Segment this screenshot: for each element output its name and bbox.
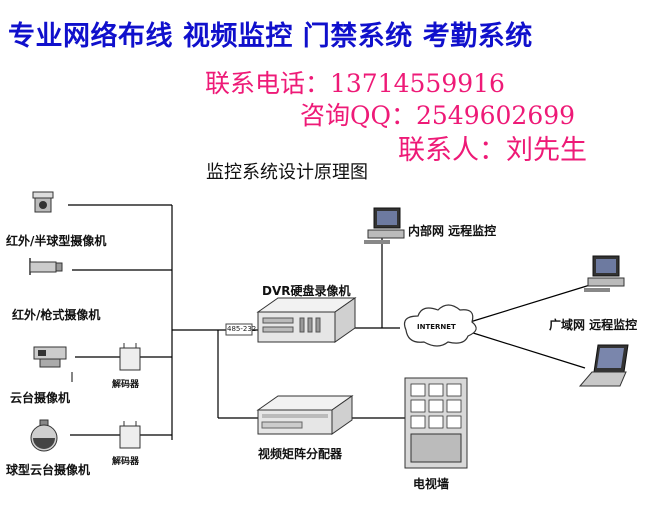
internet-cloud-icon	[403, 304, 477, 347]
wan-desktop-icon	[584, 255, 625, 292]
tv-wall-icon	[404, 377, 468, 469]
label-internet: INTERNET	[417, 323, 456, 331]
label-rs485: 485-232	[227, 325, 257, 333]
label-dvr: DVR硬盘录像机	[262, 284, 351, 298]
contact-qq: 咨询QQ：2549602699	[300, 101, 576, 130]
internal-pc-icon	[364, 207, 405, 244]
dome-camera-icon	[32, 191, 54, 213]
label-decoder-2: 解码器	[112, 457, 140, 467]
speed-dome-camera-icon	[30, 419, 58, 452]
label-decoder-1: 解码器	[112, 380, 140, 390]
label-ptz-camera: 云台摄像机	[10, 391, 71, 405]
decoder-icon-2	[119, 421, 141, 449]
ptz-camera-icon	[33, 346, 73, 382]
contact-phone: 联系电话：13714559916	[205, 69, 505, 98]
label-wan-monitor: 广域网 远程监控	[549, 318, 638, 332]
link-wan-laptop	[469, 331, 586, 369]
laptop-icon	[578, 344, 629, 387]
label-tv-wall: 电视墙	[413, 477, 450, 491]
decoder-icon-1	[119, 343, 141, 371]
link-wan-desktop	[469, 284, 591, 323]
video-matrix-icon	[256, 395, 354, 435]
rs485-converter	[225, 323, 253, 336]
banner-services: 专业网络布线 视频监控 门禁系统 考勤系统	[8, 21, 533, 52]
label-matrix: 视频矩阵分配器	[258, 447, 343, 461]
label-dome-camera: 红外/半球型摄像机	[6, 234, 107, 248]
dvr-icon	[256, 297, 357, 343]
contact-person: 联系人：刘先生	[398, 135, 587, 166]
diagram-title: 监控系统设计原理图	[206, 162, 368, 183]
label-speed-dome-camera: 球型云台摄像机	[6, 463, 91, 477]
bullet-camera-icon	[29, 258, 63, 275]
label-internal-monitor: 内部网 远程监控	[408, 224, 497, 238]
label-bullet-camera: 红外/枪式摄像机	[12, 308, 101, 322]
